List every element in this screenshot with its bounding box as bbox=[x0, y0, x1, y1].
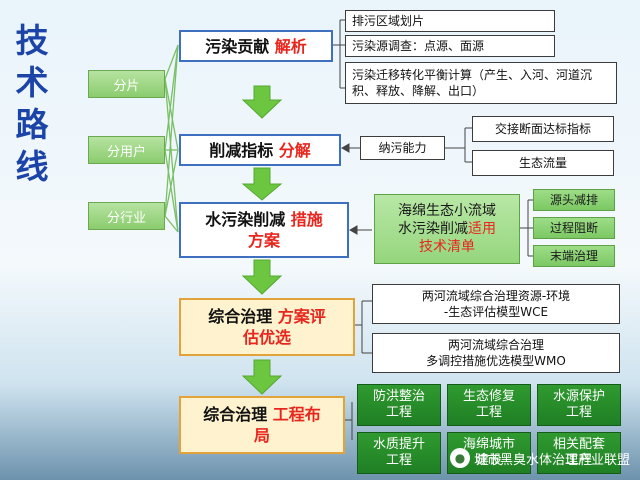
flow-arrow bbox=[241, 259, 283, 295]
step-plan-evaluation: 综合治理 方案评 估优选 bbox=[179, 298, 355, 356]
model-line1: 两河流域综合治理资源-环境 bbox=[421, 289, 571, 303]
tile-line2: 工程 bbox=[565, 405, 592, 420]
step-highlight: 方案评 bbox=[277, 307, 326, 326]
tile-line2: 工程 bbox=[385, 453, 412, 468]
watermark: ● 城市黑臭水体治理产业联盟 bbox=[449, 448, 630, 468]
detail-end-treatment: 末端治理 bbox=[533, 245, 615, 267]
connector-line bbox=[164, 78, 179, 151]
detail-model-wce: 两河流域综合治理资源-环境 -生态评估模型WCE bbox=[372, 284, 620, 324]
step-text: 水污染削减 bbox=[205, 210, 286, 229]
arrow-head bbox=[340, 143, 350, 153]
tech-list-box: 海绵生态小流域 水污染削减适用 技术清单 bbox=[374, 194, 520, 264]
tile-eco-restoration: 生态修复工程 bbox=[447, 384, 531, 426]
vertical-title: 技 术 路 线 bbox=[15, 21, 49, 186]
tile-supporting: 相关配套工程 bbox=[537, 432, 621, 474]
step-text: 综合治理 bbox=[208, 307, 273, 326]
detail-carrying-capacity: 纳污能力 bbox=[360, 136, 445, 160]
tile-water-quality: 水质提升工程 bbox=[357, 432, 441, 474]
tile-line2: 工程 bbox=[565, 453, 592, 468]
tile-flood-control: 防洪整治工程 bbox=[357, 384, 441, 426]
step-pollution-contribution: 污染贡献 解析 bbox=[179, 30, 333, 62]
step-highlight: 工程布 bbox=[272, 405, 321, 424]
connector-line bbox=[164, 215, 179, 233]
tile-line1: 水源保护 bbox=[552, 389, 605, 404]
watermark-text: 城市黑臭水体治理产业联盟 bbox=[473, 452, 630, 468]
tile-line1: 海绵城市 bbox=[462, 437, 515, 452]
detail-process-block: 过程阻断 bbox=[533, 217, 615, 239]
tile-line1: 相关配套 bbox=[552, 437, 605, 452]
connector-line bbox=[164, 149, 179, 217]
step-engineering-layout: 综合治理 工程布 局 bbox=[179, 396, 345, 454]
wechat-icon: ● bbox=[449, 448, 470, 468]
detail-model-wmo: 两河流域综合治理多调控措施优选模型WMO bbox=[372, 333, 620, 373]
arrow-head bbox=[348, 225, 358, 235]
connector-line bbox=[164, 149, 179, 233]
detail-zoning: 排污区域划片 bbox=[345, 10, 555, 32]
tile-line2: 工程 bbox=[475, 405, 502, 420]
detail-source-reduction: 源头减排 bbox=[533, 189, 615, 211]
flow-arrow bbox=[241, 85, 283, 119]
model-line2: -生态评估模型WCE bbox=[443, 305, 549, 319]
step-highlight: 解析 bbox=[274, 36, 307, 56]
tile-line1: 生态修复 bbox=[462, 389, 515, 404]
side-label-industry: 分行业 bbox=[88, 202, 165, 230]
step-reduction-measures: 水污染削减 措施 方案 bbox=[179, 202, 349, 258]
tech-list-line3: 技术清单 bbox=[419, 239, 475, 255]
step-text: 污染贡献 bbox=[205, 36, 270, 56]
tech-list-line2-highlight: 适用 bbox=[468, 221, 496, 237]
connector-line bbox=[164, 44, 179, 151]
step-highlight-line2: 局 bbox=[253, 426, 270, 445]
step-highlight: 措施 bbox=[290, 210, 323, 229]
detail-section-target: 交接断面达标指标 bbox=[472, 116, 614, 142]
tile-sponge-city: 海绵城市建设 bbox=[447, 432, 531, 474]
detail-balance-calc: 污染迁移转化平衡计算（产生、入河、河道沉积、释放、降解、出口） bbox=[345, 62, 617, 104]
connector-line bbox=[164, 44, 179, 217]
model-line2: 多调控措施优选模型WMO bbox=[426, 354, 566, 368]
tile-line1: 水质提升 bbox=[372, 437, 425, 452]
connector-line bbox=[164, 44, 179, 80]
flow-arrow bbox=[241, 167, 283, 201]
detail-eco-flow: 生态流量 bbox=[472, 150, 614, 176]
tile-line2: 建设 bbox=[475, 453, 502, 468]
step-text: 综合治理 bbox=[203, 405, 268, 424]
step-text: 削减指标 bbox=[209, 140, 274, 160]
detail-source-survey: 污染源调查：点源、面源 bbox=[345, 35, 555, 57]
tile-line2: 工程 bbox=[385, 405, 412, 420]
step-highlight: 分解 bbox=[278, 140, 311, 160]
tile-water-protection: 水源保护工程 bbox=[537, 384, 621, 426]
tile-line1: 防洪整治 bbox=[372, 389, 425, 404]
step-highlight-line2: 方案 bbox=[247, 231, 280, 250]
model-line1: 两河流域综合治理 bbox=[447, 338, 544, 352]
tech-list-line2: 水污染削减 bbox=[398, 221, 468, 237]
flow-arrow bbox=[241, 359, 283, 395]
side-label-segment: 分片 bbox=[88, 70, 165, 98]
step-reduction-target: 削减指标 分解 bbox=[179, 134, 341, 166]
tech-list-line1: 海绵生态小流域 bbox=[398, 203, 496, 219]
connector-line bbox=[164, 78, 179, 233]
side-label-user: 分用户 bbox=[88, 136, 165, 164]
step-highlight-line2: 估优选 bbox=[242, 328, 291, 347]
